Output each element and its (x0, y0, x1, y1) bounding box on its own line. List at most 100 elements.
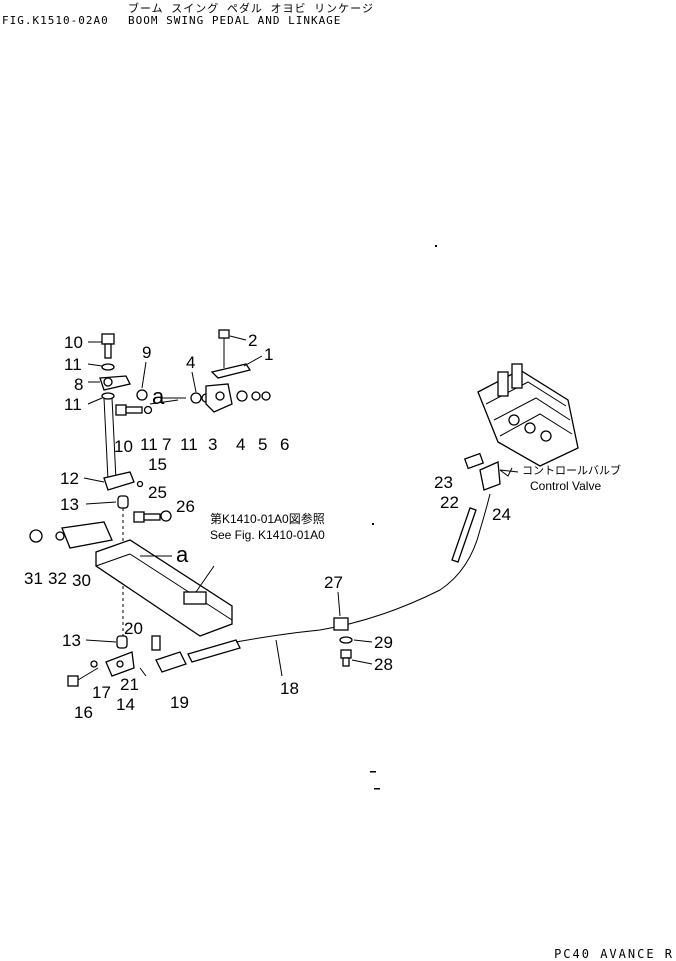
callout-25: 25 (148, 483, 167, 502)
leader (229, 335, 247, 341)
pin-15 (136, 480, 144, 488)
callout-a: a (176, 542, 189, 567)
bolt-10-top (101, 333, 115, 359)
control-valve-label-jp: コントロールバルブ (522, 463, 621, 477)
callout-4: 4 (186, 353, 195, 372)
callout-18: 18 (280, 679, 299, 698)
bolt-2 (218, 329, 230, 368)
callout-2: 2 (248, 331, 257, 350)
leader (83, 477, 105, 483)
washer-11-small (143, 405, 153, 415)
callout-21: 21 (120, 675, 139, 694)
bracket-3 (205, 383, 233, 413)
pedal-plate-30 (61, 521, 113, 549)
cable-end-upper (479, 493, 491, 531)
footer-model: PC40 AVANCE R (554, 947, 674, 961)
callout-11: 11 (64, 395, 82, 414)
joint-22 (479, 461, 501, 491)
callout-28: 28 (374, 655, 393, 674)
leader (191, 371, 197, 393)
leader (85, 639, 117, 643)
leader (87, 397, 103, 405)
bushing-13-bottom (116, 635, 128, 649)
leader (243, 355, 263, 367)
callout-17: 17 (92, 683, 111, 702)
callout-27: 27 (324, 573, 343, 592)
speck-mark (370, 771, 376, 773)
rod-7 (149, 399, 179, 405)
leader (353, 639, 373, 643)
callout-14: 14 (116, 695, 135, 714)
pin-21 (139, 667, 147, 677)
speck-mark (435, 245, 437, 247)
clamp-27 (333, 617, 349, 631)
callout-23: 23 (434, 473, 453, 492)
control-cable-18 (235, 529, 481, 643)
clip-24 (499, 467, 513, 477)
washer-29 (339, 636, 353, 644)
callout-29: 29 (374, 633, 393, 652)
bracket-14 (105, 651, 135, 677)
bolt-16 (67, 667, 99, 687)
callout-12: 12 (60, 469, 79, 488)
nut-26 (160, 510, 172, 522)
callout-22: 22 (440, 493, 459, 512)
callout-8: 8 (74, 375, 83, 394)
nut-9 (136, 389, 148, 401)
callout-5: 5 (258, 435, 267, 454)
leader (275, 639, 283, 677)
callout-31: 31 (24, 569, 43, 588)
leader (351, 659, 373, 665)
callout-15: 15 (148, 455, 167, 474)
pin-6 (261, 391, 271, 401)
washer-17 (90, 660, 98, 668)
speck-mark (372, 523, 374, 525)
callout-20: 20 (124, 619, 143, 638)
pin-20 (151, 635, 161, 651)
leader (85, 501, 117, 505)
see-fig-leader (195, 565, 215, 593)
callout-4: 4 (236, 435, 245, 454)
link-rod-vertical (103, 397, 117, 481)
leader (141, 361, 147, 389)
control-valve-label-en: Control Valve (530, 479, 601, 493)
callout-13: 13 (60, 495, 79, 514)
callout-6: 6 (280, 435, 289, 454)
nut-31 (29, 529, 43, 543)
washer-5 (251, 391, 261, 401)
leader (499, 469, 519, 473)
callout-24: 24 (492, 505, 511, 524)
callout-16: 16 (74, 703, 93, 722)
lever-12 (103, 471, 135, 491)
nut-4-left (190, 392, 202, 404)
callout-30: 30 (72, 571, 91, 590)
callout-11: 11 (64, 355, 82, 374)
bolt-28 (340, 649, 352, 667)
leader (87, 363, 103, 367)
callout-10: 10 (64, 333, 83, 352)
callout-26: 26 (176, 497, 195, 516)
japanese-title: ブーム スイング ペダル オヨビ リンケージ (128, 2, 374, 15)
callout-10: 10 (114, 437, 133, 456)
callout-19: 19 (170, 693, 189, 712)
pedal-frame (95, 539, 233, 637)
washer-11-top (101, 363, 115, 371)
callout-11: 11 (180, 435, 198, 454)
control-valve (477, 363, 579, 467)
clevis-19 (155, 651, 187, 673)
callout-1: 1 (264, 345, 273, 364)
diagram-title: BOOM SWING PEDAL AND LINKAGE (128, 14, 342, 27)
pin-23 (463, 452, 485, 470)
callout-32: 32 (48, 569, 67, 588)
bolt-10-horizontal (115, 404, 143, 416)
bushing-13-top (117, 495, 129, 509)
bolt-25 (133, 511, 161, 523)
nut-4-right (236, 390, 248, 402)
callout-7: 7 (162, 435, 171, 454)
washer-11-mid (101, 392, 115, 400)
plate-1 (210, 363, 252, 379)
speck-mark (374, 788, 380, 790)
lever-8 (99, 375, 131, 391)
cable-end (187, 639, 241, 663)
